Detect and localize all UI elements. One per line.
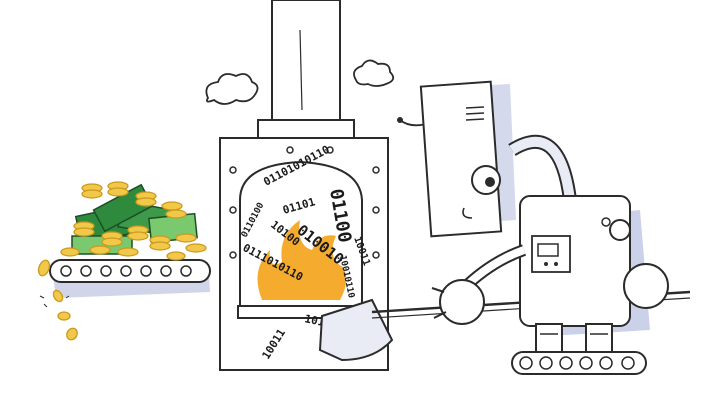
robot-body — [519, 195, 631, 327]
robot-head — [419, 80, 503, 238]
robot-treads — [511, 351, 647, 375]
smoke-puff-left — [205, 73, 259, 105]
conveyor-belt — [49, 259, 211, 298]
motion-lines — [39, 295, 70, 308]
fire — [257, 220, 347, 300]
robot-legs — [535, 323, 613, 355]
chimney — [257, 0, 355, 139]
money-pile — [60, 181, 207, 261]
smoke-puff-right — [353, 59, 395, 87]
robot-arm — [431, 244, 527, 325]
robot — [397, 80, 669, 375]
robot-shoulder — [609, 219, 669, 309]
falling-coins — [37, 259, 78, 341]
